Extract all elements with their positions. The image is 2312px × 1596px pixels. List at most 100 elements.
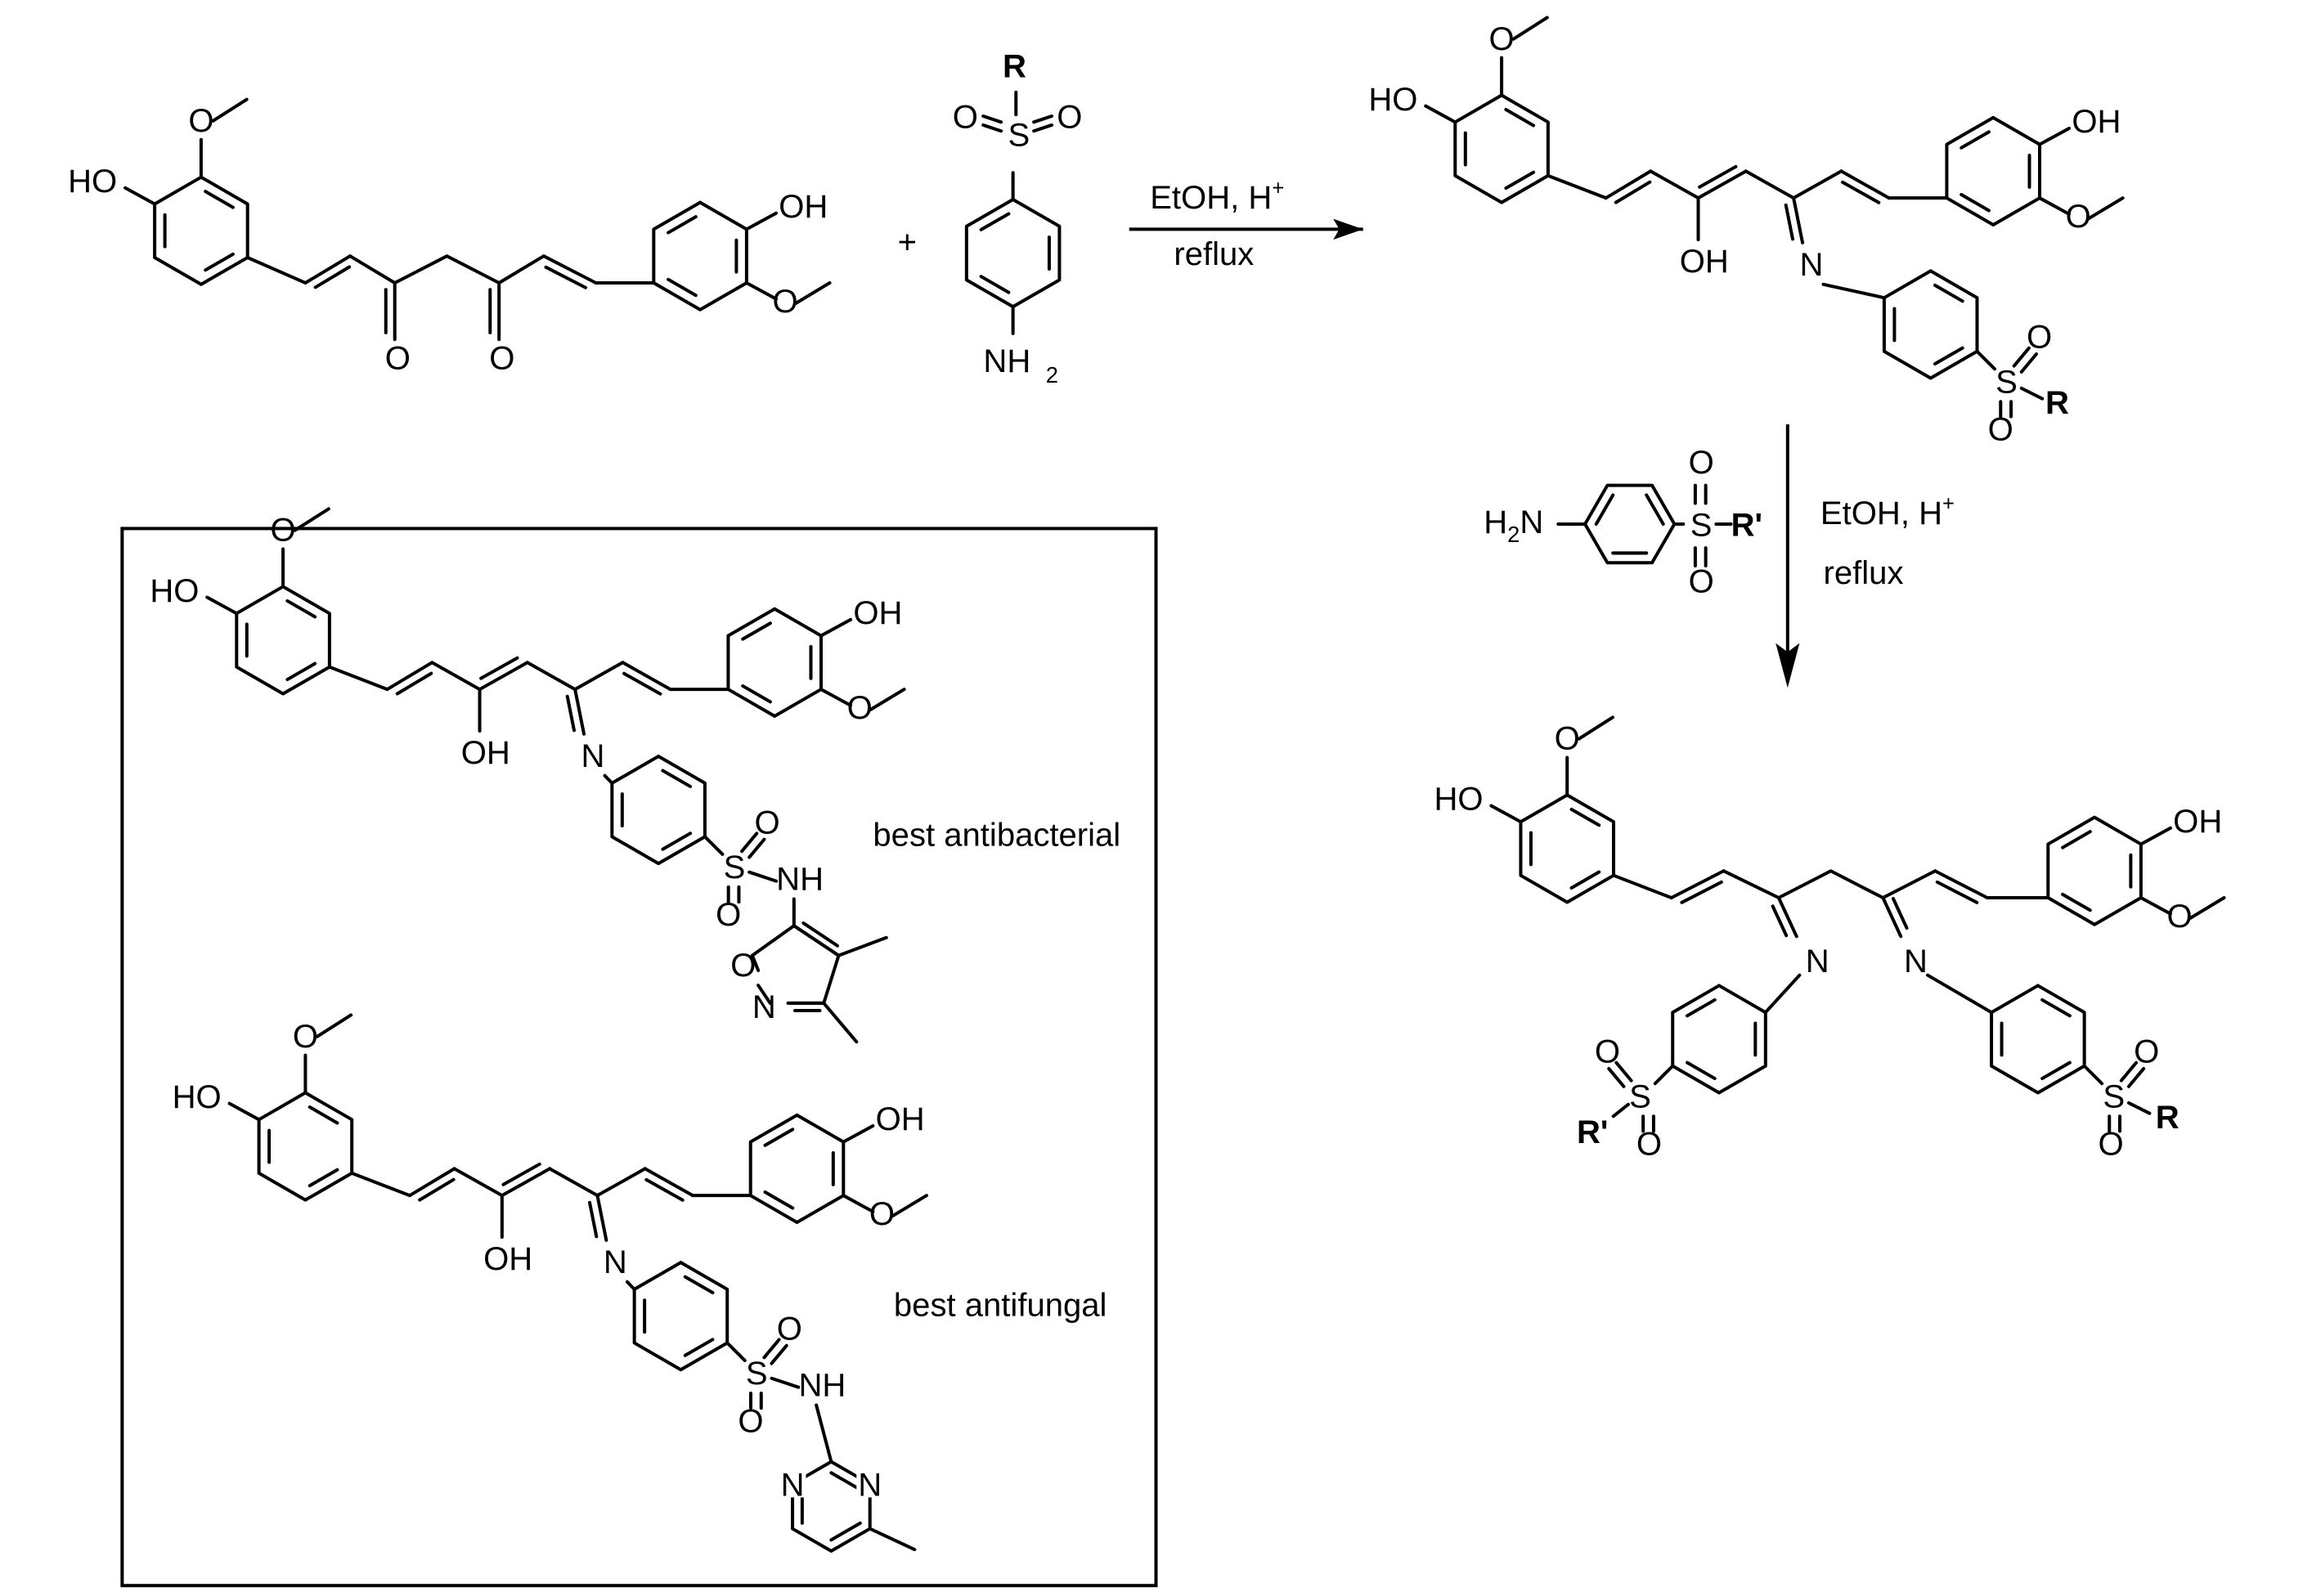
subscript: 2 <box>1046 362 1058 388</box>
double-bond <box>1935 880 1979 904</box>
methyl-bond <box>1577 715 1614 741</box>
benzene-ring <box>652 200 748 312</box>
imine-bond <box>565 694 577 733</box>
r-group-label: R <box>2156 1100 2180 1136</box>
double-bond <box>643 1167 695 1198</box>
methoxy-oxygen: O <box>2166 899 2192 935</box>
benzene-ring <box>610 755 707 866</box>
aromatic-bond <box>1504 108 1536 128</box>
bond <box>2139 895 2172 916</box>
best-antibacterial-label: best antibacterial <box>873 817 1120 853</box>
methoxy-oxygen: O <box>2066 199 2091 235</box>
aromatic-bond <box>661 769 693 788</box>
bond <box>573 661 625 692</box>
conditions-top: EtOH, H+ <box>1820 493 1955 531</box>
bond <box>603 773 614 785</box>
label-mask <box>856 1468 884 1498</box>
methyl-bond <box>2087 196 2125 221</box>
bond <box>595 1167 647 1198</box>
pyrimidine-nitrogen: N <box>858 1468 882 1504</box>
imine-bond <box>1891 897 1909 930</box>
bond <box>1649 169 1700 200</box>
sulfur-label: S <box>1629 1078 1651 1114</box>
methoxy-oxygen: O <box>869 1196 895 1232</box>
methyl-bond <box>868 1527 917 1552</box>
hydroxyl-label: HO <box>1368 82 1417 118</box>
sulfonyl-oxygen: O <box>1689 564 1714 600</box>
methyl-bond <box>869 688 906 711</box>
aromatic-bond <box>285 661 317 682</box>
double-bond <box>1696 169 1748 200</box>
hydroxyl-label: HO <box>150 573 199 609</box>
hydroxyl-label: HO <box>173 1079 222 1115</box>
bond <box>2126 1101 2152 1115</box>
double-bond <box>1614 180 1652 204</box>
imine-bond <box>573 688 586 736</box>
hydroxyl-label: OH <box>876 1101 925 1137</box>
bond <box>245 256 308 285</box>
hydroxyl-label: OH <box>779 189 828 225</box>
hydroxyl-label: OH <box>853 595 902 631</box>
benzene-ring <box>632 1261 730 1372</box>
benzene-ring <box>2046 815 2143 926</box>
bond <box>750 924 796 972</box>
bond <box>1614 1060 1633 1083</box>
bond <box>1763 973 1802 1015</box>
benzene-ring <box>257 1091 354 1202</box>
aromatic-bond <box>741 621 772 641</box>
aromatic-bond <box>2061 830 2092 850</box>
aromatic-bond <box>829 1521 862 1542</box>
benzene-ring <box>726 607 823 718</box>
imine-nitrogen: N <box>1904 944 1928 980</box>
double-bond <box>792 924 841 957</box>
bond <box>1821 282 1886 300</box>
methoxy-oxygen: O <box>1489 21 1515 57</box>
sulfur-label: S <box>1996 364 2018 400</box>
double-bond <box>1839 169 1891 200</box>
double-bond <box>801 921 839 948</box>
isoxazole-oxygen: O <box>730 948 756 984</box>
methyl-bond <box>315 1013 353 1038</box>
double-bond <box>1698 164 1738 189</box>
imine-bond <box>1776 895 1798 939</box>
enol-hydroxyl: OH <box>483 1241 532 1277</box>
bond <box>1424 104 1457 124</box>
sulfur-label: S <box>746 1356 768 1392</box>
double-bond <box>501 1162 541 1186</box>
sulfonyl-oxygen: O <box>2027 320 2052 356</box>
sulfonyl-oxygen: O <box>1689 445 1714 481</box>
methyl-bond <box>837 935 888 957</box>
bond <box>725 1341 747 1362</box>
enol-hydroxyl: OH <box>461 735 510 771</box>
bond <box>1032 123 1053 133</box>
double-bond <box>622 671 662 696</box>
pyrimidine-nitrogen: N <box>781 1468 805 1504</box>
bond <box>430 661 482 692</box>
aromatic-bond <box>204 252 235 272</box>
bond <box>2126 1067 2146 1088</box>
bond <box>2037 126 2072 146</box>
bond <box>525 661 577 692</box>
double-bond <box>313 265 352 289</box>
r-group-label: R' <box>1577 1114 1608 1150</box>
aromatic-bond <box>979 212 1011 231</box>
bond <box>393 254 501 285</box>
aromatic-bond <box>204 190 235 209</box>
imine-nitrogen: N <box>581 738 605 774</box>
r-group-label: R <box>1003 49 1026 85</box>
bond <box>744 280 778 301</box>
bond <box>770 1343 788 1365</box>
hydroxyl-label: HO <box>1434 782 1483 818</box>
double-bond <box>1680 880 1723 904</box>
carbonyl-oxygen: O <box>385 341 411 377</box>
double-bond <box>500 1167 552 1198</box>
bond <box>327 665 389 692</box>
aromatic-bond <box>285 598 317 619</box>
sulfonyl-oxygen: O <box>777 1311 802 1347</box>
imine-bond <box>1784 203 1795 241</box>
aromatic-bond <box>763 1190 795 1210</box>
bond <box>350 1171 411 1198</box>
